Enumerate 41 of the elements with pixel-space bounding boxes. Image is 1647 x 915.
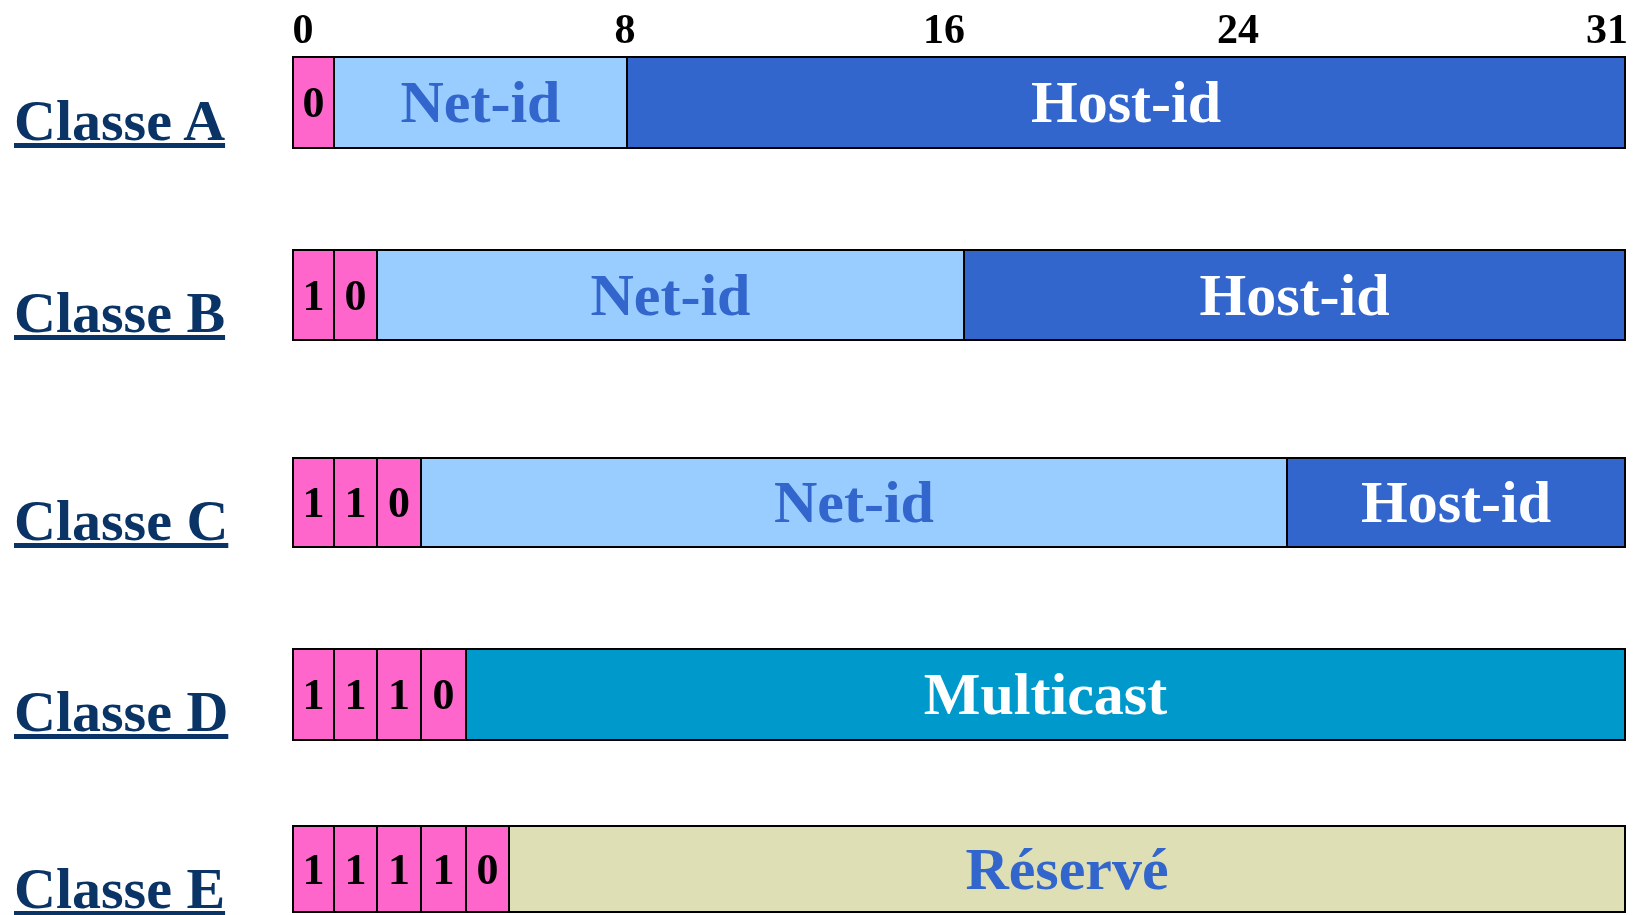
bit-cell: 1 xyxy=(376,648,422,741)
bit-cell: 1 xyxy=(292,825,335,913)
bit-cell: 0 xyxy=(333,249,378,341)
field-label: Host-id xyxy=(1031,68,1221,137)
bit-cell: 0 xyxy=(376,457,422,548)
bit-cell: 1 xyxy=(333,825,378,913)
bit-position-number: 0 xyxy=(292,8,314,50)
bit-cell: 1 xyxy=(420,825,467,913)
bit-cell: 1 xyxy=(376,825,422,913)
field-label: Net-id xyxy=(774,468,934,537)
bit-cell: 0 xyxy=(420,648,467,741)
host-id-field xyxy=(1286,457,1626,548)
class-name: Classe D xyxy=(14,683,229,741)
bit-cell: 1 xyxy=(292,457,335,548)
bit-cell: 0 xyxy=(465,825,510,913)
host-id-field xyxy=(626,56,1626,149)
bit-position-number: 16 xyxy=(923,8,965,50)
net-id-field xyxy=(376,249,965,341)
bit-cell: 1 xyxy=(333,457,378,548)
class-name: Classe A xyxy=(14,92,226,150)
reserved-field xyxy=(508,825,1626,913)
class-name: Classe B xyxy=(14,284,226,342)
class-name: Classe C xyxy=(14,492,229,550)
bit-position-number: 24 xyxy=(1217,8,1259,50)
host-id-field xyxy=(963,249,1626,341)
field-label: Net-id xyxy=(400,68,561,137)
bit-cell: 1 xyxy=(292,648,335,741)
bit-position-number: 31 xyxy=(1586,8,1628,50)
bit-position-number: 8 xyxy=(614,8,636,50)
field-label: Host-id xyxy=(1361,468,1551,537)
net-id-field xyxy=(420,457,1288,548)
bit-cell: 1 xyxy=(333,648,378,741)
multicast-field xyxy=(465,648,1626,741)
field-label: Net-id xyxy=(590,260,751,330)
class-name: Classe E xyxy=(14,860,226,915)
bit-cell: 0 xyxy=(292,56,335,149)
field-label: Host-id xyxy=(1199,260,1390,330)
field-label: Réservé xyxy=(965,834,1169,904)
bit-cell: 1 xyxy=(292,249,335,341)
field-label: Multicast xyxy=(923,660,1168,729)
net-id-field xyxy=(333,56,628,149)
